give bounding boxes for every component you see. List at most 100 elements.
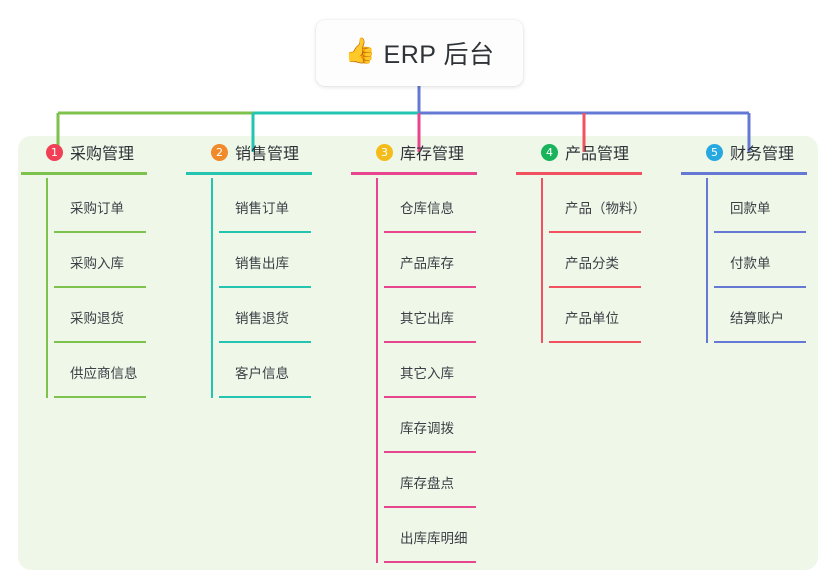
diagram-panel [18,136,818,570]
leaf-node[interactable]: 付款单 [714,233,839,288]
leaf-node[interactable]: 产品分类 [549,233,684,288]
leaf-label: 销售出库 [235,256,289,271]
branch-spine [211,178,213,398]
leaf-underline [54,341,146,343]
leaf-label: 出库库明细 [400,531,468,546]
branch-title: 销售管理 [235,146,300,163]
leaf-underline [549,341,641,343]
branch-spine [46,178,48,398]
branch-column-销售管理: 2 销售管理销售订单销售出库销售退货客户信息 [186,136,354,570]
leaf-underline [384,451,476,453]
branch-header[interactable]: 4 产品管理 [541,136,684,168]
leaf-node[interactable]: 仓库信息 [384,178,519,233]
leaf-node[interactable]: 产品库存 [384,233,519,288]
leaf-node[interactable]: 销售订单 [219,178,354,233]
leaf-underline [384,506,476,508]
leaf-label: 产品单位 [565,311,619,326]
branch-column-采购管理: 1 采购管理采购订单采购入库采购退货供应商信息 [21,136,189,570]
branch-index-badge: 2 [211,143,228,161]
branch-index-badge: 1 [46,143,63,161]
leaf-underline [384,341,476,343]
branch-column-库存管理: 3 库存管理仓库信息产品库存其它出库其它入库库存调拨库存盘点出库库明细 [351,136,519,570]
leaf-underline [219,396,311,398]
leaf-node[interactable]: 回款单 [714,178,839,233]
leaf-label: 产品（物料） [565,201,646,216]
leaf-underline [54,396,146,398]
leaf-node[interactable]: 其它入库 [384,343,519,398]
thumbs-up-icon: 👍 [344,37,376,65]
branch-header[interactable]: 2 销售管理 [211,136,354,168]
leaf-underline [714,341,806,343]
leaf-node[interactable]: 销售出库 [219,233,354,288]
leaf-underline [54,286,146,288]
leaf-node[interactable]: 产品单位 [549,288,684,343]
leaf-label: 仓库信息 [400,201,454,216]
branch-spine [376,178,378,563]
leaf-label: 其它出库 [400,311,454,326]
branch-underline [21,172,147,175]
leaf-label: 库存调拨 [400,421,454,436]
branch-children: 采购订单采购入库采购退货供应商信息 [46,178,189,398]
branch-header[interactable]: 3 库存管理 [376,136,519,168]
leaf-label: 客户信息 [235,366,289,381]
leaf-node[interactable]: 库存盘点 [384,453,519,508]
leaf-underline [384,286,476,288]
leaf-underline [384,561,476,563]
leaf-node[interactable]: 客户信息 [219,343,354,398]
root-title: ERP 后台 [383,41,495,69]
leaf-node[interactable]: 销售退货 [219,288,354,343]
leaf-underline [714,286,806,288]
leaf-underline [384,396,476,398]
leaf-underline [549,231,641,233]
leaf-label: 产品分类 [565,256,619,271]
leaf-underline [219,341,311,343]
leaf-node[interactable]: 结算账户 [714,288,839,343]
branch-header[interactable]: 1 采购管理 [46,136,189,168]
leaf-node[interactable]: 出库库明细 [384,508,519,563]
leaf-underline [549,286,641,288]
leaf-underline [219,286,311,288]
leaf-label: 库存盘点 [400,476,454,491]
leaf-label: 结算账户 [730,311,784,326]
leaf-label: 其它入库 [400,366,454,381]
leaf-label: 销售退货 [235,311,289,326]
branch-spine [541,178,543,343]
branch-children: 产品（物料） 产品分类产品单位 [541,178,684,343]
leaf-underline [714,231,806,233]
leaf-node[interactable]: 产品（物料） [549,178,684,233]
branch-title: 财务管理 [730,146,795,163]
branch-index-badge: 4 [541,143,558,161]
branch-children: 回款单付款单结算账户 [706,178,839,343]
leaf-underline [384,231,476,233]
branch-children: 销售订单销售出库销售退货客户信息 [211,178,354,398]
branch-title: 库存管理 [400,146,465,163]
branch-title: 产品管理 [565,146,630,163]
leaf-label: 付款单 [730,256,771,271]
leaf-node[interactable]: 供应商信息 [54,343,189,398]
leaf-node[interactable]: 采购订单 [54,178,189,233]
branch-underline [351,172,477,175]
leaf-label: 采购退货 [70,311,124,326]
branch-column-产品管理: 4 产品管理产品（物料） 产品分类产品单位 [516,136,684,570]
branch-underline [681,172,807,175]
leaf-node[interactable]: 采购退货 [54,288,189,343]
leaf-label: 采购订单 [70,201,124,216]
leaf-label: 回款单 [730,201,771,216]
branch-title: 采购管理 [70,146,135,163]
leaf-node[interactable]: 库存调拨 [384,398,519,453]
leaf-node[interactable]: 其它出库 [384,288,519,343]
branch-underline [516,172,642,175]
branch-children: 仓库信息产品库存其它出库其它入库库存调拨库存盘点出库库明细 [376,178,519,563]
branch-underline [186,172,312,175]
leaf-node[interactable]: 采购入库 [54,233,189,288]
branch-index-badge: 3 [376,143,393,161]
leaf-underline [54,231,146,233]
leaf-label: 采购入库 [70,256,124,271]
leaf-label: 销售订单 [235,201,289,216]
leaf-label: 产品库存 [400,256,454,271]
root-node[interactable]: 👍 ERP 后台 [316,20,523,86]
branch-spine [706,178,708,343]
